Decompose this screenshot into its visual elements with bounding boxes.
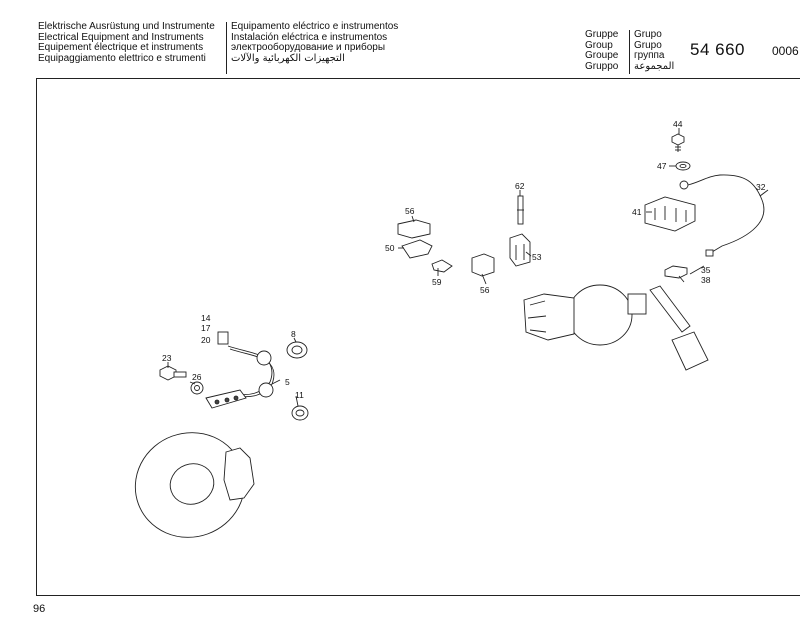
header-title-es: Instalación eléctrica e instrumentos <box>231 31 388 43</box>
group-divider <box>629 30 630 74</box>
group-code: 0006 <box>772 44 799 58</box>
bolt-part <box>159 365 187 381</box>
part-label-35: 35 <box>701 265 711 275</box>
part-label-53: 53 <box>532 252 542 262</box>
part-label-62: 62 <box>515 181 525 191</box>
group-label-de: Gruppe <box>585 29 619 40</box>
wear-sensor-cable-part <box>217 331 275 398</box>
page-number: 96 <box>33 603 46 615</box>
part-label-44: 44 <box>673 119 683 129</box>
group-label-en: Group <box>585 39 613 51</box>
leader-lines <box>167 128 769 407</box>
part-label-56-lower: 56 <box>480 285 490 295</box>
part-label-59: 59 <box>432 277 442 287</box>
header-title-it: Equipaggiamento elettrico e strumenti <box>38 52 206 64</box>
group-label-fr: Groupe <box>585 50 619 62</box>
part-label-17: 17 <box>201 323 211 333</box>
header-title-block-2: Equipamento eléctrico e instrumentos Ins… <box>231 21 399 64</box>
part-label-56-upper: 56 <box>405 206 415 216</box>
group-label-ar: المجموعة <box>634 60 675 72</box>
part-label-20: 20 <box>201 335 211 345</box>
plug-part <box>431 259 453 273</box>
sender-unit-part <box>664 265 688 283</box>
header-title-fr: Equipement électrique et instruments <box>38 42 204 54</box>
lock-washer-part <box>675 161 691 171</box>
bracket-part <box>509 233 531 267</box>
ground-cable-part <box>679 174 765 257</box>
header-title-ru: электрооборудование и приборы <box>231 42 386 54</box>
washer-part <box>190 381 204 395</box>
connector-pin-part <box>517 195 524 225</box>
brake-light-switch-part <box>644 196 696 232</box>
part-label-8: 8 <box>291 329 296 339</box>
group-number: 54 660 <box>690 40 745 59</box>
group-label-es: Grupo <box>634 39 662 51</box>
header-title-ar: التجهيزات الكهربائية والآلات <box>231 52 345 64</box>
header-title-en: Electrical Equipment and Instruments <box>38 31 204 43</box>
group-label-ru: группа <box>634 50 665 62</box>
screw-part <box>671 133 685 152</box>
brake-pedal-part <box>649 285 709 371</box>
connector-housing-part-upper <box>397 219 431 239</box>
part-label-32: 32 <box>756 182 766 192</box>
part-label-11: 11 <box>295 390 304 400</box>
part-label-50: 50 <box>385 243 395 253</box>
brake-booster-part <box>523 284 647 346</box>
grommet-part <box>286 341 308 359</box>
part-label-5: 5 <box>285 377 290 387</box>
group-labels: Gruppe Group Groupe Gruppo <box>585 29 619 72</box>
part-label-23: 23 <box>162 353 172 363</box>
diagram-frame <box>36 78 800 596</box>
header-title-de: Elektrische Ausrüstung und Instrumente <box>38 21 215 32</box>
group-label-it: Gruppo <box>585 60 619 72</box>
part-label-26: 26 <box>192 372 202 382</box>
part-label-47: 47 <box>657 161 667 171</box>
connector-housing-part-lower <box>471 253 495 277</box>
header-divider <box>226 22 227 74</box>
connector-plate-part <box>205 389 247 409</box>
part-label-41: 41 <box>632 207 642 217</box>
header-title-block: Elektrische Ausrüstung und Instrumente E… <box>38 21 215 64</box>
part-label-14: 14 <box>201 313 211 323</box>
header-title-pt: Equipamento eléctrico e instrumentos <box>231 21 399 32</box>
grommet-part-2 <box>291 405 309 421</box>
part-label-38: 38 <box>701 275 711 285</box>
clip-part <box>401 239 433 259</box>
group-labels-2: Grupo Grupo группа المجموعة <box>634 29 675 72</box>
brake-disc-part <box>134 432 255 538</box>
group-label-pt: Grupo <box>634 29 662 40</box>
